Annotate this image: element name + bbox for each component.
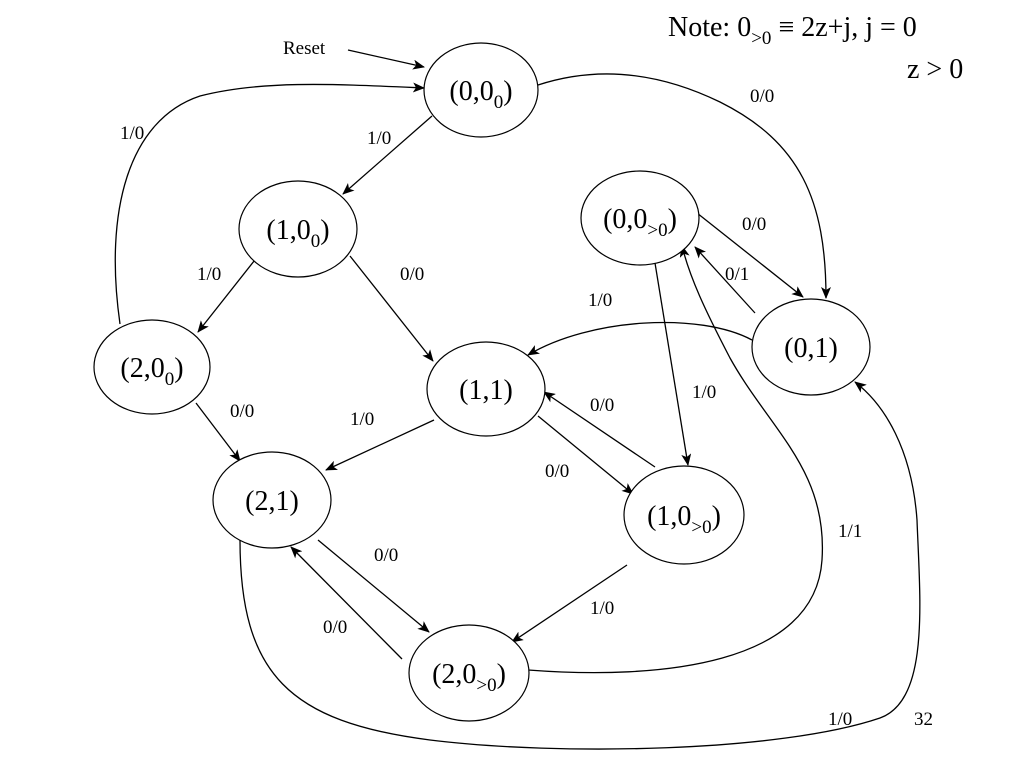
edge-label-s00_0-to-s01: 0/0 (750, 86, 774, 107)
edge-s11-to-s21 (325, 419, 435, 471)
svg-text:(0,0>0): (0,0>0) (603, 204, 677, 241)
edge-s20_gt0-to-s00_gt0 (527, 245, 824, 674)
state-s20_gt0: (2,0>0) (408, 624, 530, 722)
edge-s21-to-s20_gt0 (317, 539, 430, 633)
edge-s10_0-to-s20_0 (197, 255, 259, 333)
edge-label-s01-to-s00_gt0: 0/1 (725, 264, 749, 285)
svg-text:(2,00): (2,00) (120, 353, 183, 390)
edge-s20_gt0-to-s21 (290, 546, 403, 660)
edge-label-s21-to-s20_gt0: 0/0 (374, 545, 398, 566)
edge-s20_0-to-s00_0 (114, 82, 425, 325)
state-s10_gt0: (1,0>0) (623, 465, 745, 565)
svg-text:(2,0>0): (2,0>0) (432, 659, 506, 696)
edge-label-s21-to-s01: 1/0 (828, 709, 852, 730)
note-line-1: Note: 0>0 ≡ 2z+j, j = 0 (668, 12, 917, 49)
svg-text:(0,1): (0,1) (784, 333, 838, 364)
state-s10_0: (1,00) (238, 180, 358, 278)
state-s00_0: (0,00) (423, 42, 539, 138)
edge-label-s11-to-s10_gt0: 0/0 (545, 461, 569, 482)
edge-label-s00_0-to-s10_0: 1/0 (367, 128, 391, 149)
edge-s11-to-s10_gt0 (537, 415, 634, 495)
svg-text:(1,1): (1,1) (459, 375, 513, 406)
edge-label-s10_0-to-s20_0: 1/0 (197, 264, 221, 285)
edge-label-s00_gt0-to-s10_gt0: 1/0 (692, 382, 716, 403)
edge-s01-to-s11 (527, 321, 753, 356)
edge-s01-to-s00_gt0 (694, 246, 756, 314)
page-number: 32 (914, 709, 933, 730)
svg-text:(0,00): (0,00) (449, 76, 512, 113)
state-s11: (1,1) (426, 341, 546, 437)
edge-s00_0-to-s10_0 (342, 115, 433, 195)
edge-s00_gt0-to-s10_gt0 (654, 262, 692, 466)
svg-text:(2,1): (2,1) (245, 486, 299, 517)
svg-text:(1,00): (1,00) (266, 215, 329, 252)
edge-s10_gt0-to-s20_gt0 (511, 564, 628, 643)
state-s21: (2,1) (212, 451, 332, 549)
note-line-2: z > 0 (907, 54, 963, 85)
svg-text:(1,0>0): (1,0>0) (647, 501, 721, 538)
state-s00_gt0: (0,0>0) (580, 170, 700, 266)
edge-label-s10_0-to-s11: 0/0 (400, 264, 424, 285)
edge-label-s20_gt0-to-s00_gt0: 1/1 (838, 521, 862, 542)
edge-s10_0-to-s11 (349, 255, 434, 362)
edge-s00_gt0-to-s01 (696, 212, 804, 298)
edge-s21-to-s01 (239, 381, 921, 750)
edge-label-s01-to-s11: 1/0 (588, 290, 612, 311)
edge-label-s20_gt0-to-s21: 0/0 (323, 617, 347, 638)
edge-s10_gt0-to-s11 (543, 391, 656, 468)
edge-label-s11-to-s21: 1/0 (350, 409, 374, 430)
edge-label-s20_0-to-s21: 0/0 (230, 401, 254, 422)
edge-label-s10_gt0-to-s11: 0/0 (590, 395, 614, 416)
edge-label-s20_0-to-s00_0: 1/0 (120, 123, 144, 144)
reset-arrow (347, 49, 425, 70)
edge-s20_0-to-s21 (195, 402, 241, 462)
state-s01: (0,1) (751, 298, 871, 396)
edge-label-s10_gt0-to-s20_gt0: 1/0 (590, 598, 614, 619)
state-s20_0: (2,00) (93, 319, 211, 415)
reset-label: Reset (283, 38, 326, 59)
edge-s00_0-to-s01 (537, 73, 831, 299)
edge-label-s00_gt0-to-s01: 0/0 (742, 214, 766, 235)
